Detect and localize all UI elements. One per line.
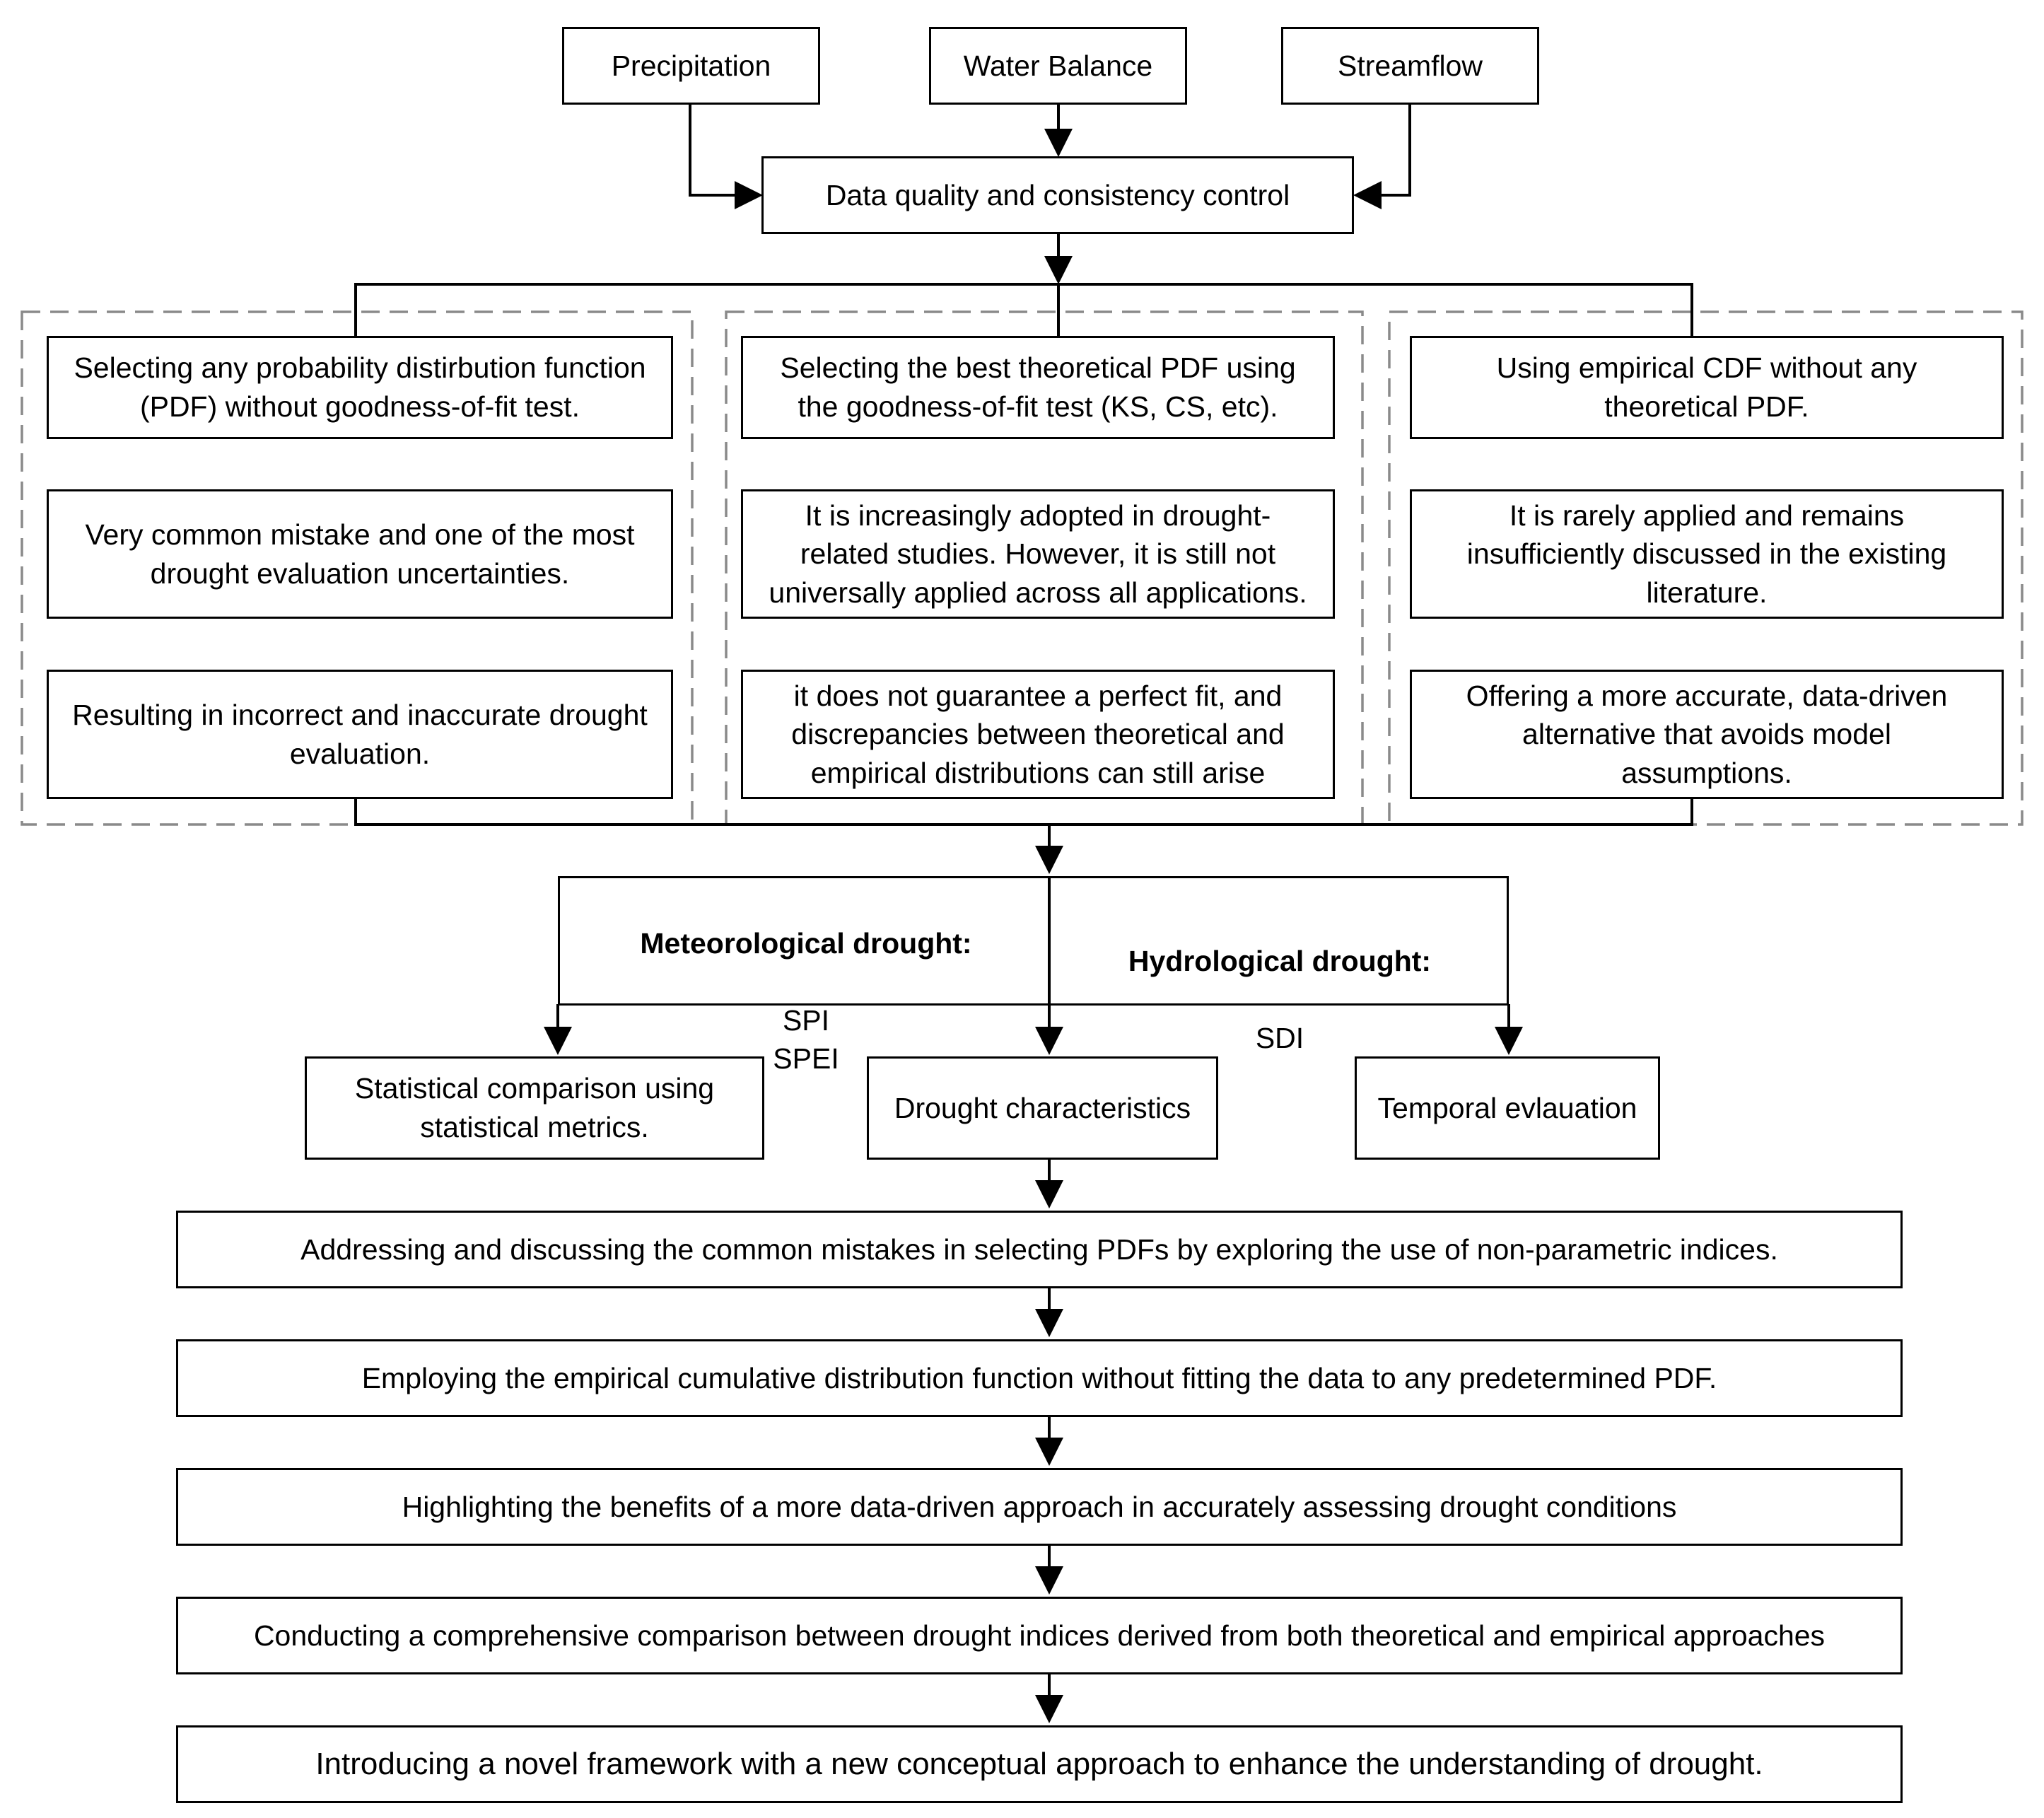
column-3-status: It is rarely applied and remains insuffi… (1410, 489, 2004, 619)
step-2-box: Employing the empirical cumulative distr… (176, 1339, 1903, 1417)
column-2-outcome-text: it does not guarantee a perfect fit, and… (791, 679, 1285, 789)
arrow-precipitation-to-qc (689, 105, 763, 209)
column-2-status-text: It is increasingly adopted in drought- r… (769, 499, 1307, 609)
column-1-outcome-text: Resulting in incorrect and inaccurate dr… (72, 698, 648, 770)
meteorological-drought-title: Meteorological drought: (640, 926, 972, 960)
column-2-status: It is increasingly adopted in drought- r… (741, 489, 1335, 619)
source-streamflow: Streamflow (1281, 27, 1539, 105)
column-1-status-text: Very common mistake and one of the most … (85, 518, 635, 590)
step-1-text: Addressing and discussing the common mis… (300, 1233, 1778, 1266)
dashed-group-left (21, 310, 694, 826)
column-2-method-text: Selecting the best theoretical PDF using… (780, 351, 1296, 423)
drought-characteristics-text: Drought characteristics (894, 1091, 1191, 1124)
dashed-group-middle (725, 310, 1364, 826)
column-1-outcome: Resulting in incorrect and inaccurate dr… (47, 670, 673, 799)
statistical-comparison-text: Statistical comparison using statistical… (354, 1072, 715, 1143)
column-1-method-text: Selecting any probability distirbution f… (74, 351, 646, 423)
column-1-status: Very common mistake and one of the most … (47, 489, 673, 619)
drought-characteristics-box: Drought characteristics (867, 1056, 1218, 1160)
column-3-outcome-text: Offering a more accurate, data-driven al… (1466, 679, 1948, 789)
column-2-method: Selecting the best theoretical PDF using… (741, 336, 1335, 439)
step-5-box: Introducing a novel framework with a new… (176, 1725, 1903, 1803)
step-4-box: Conducting a comprehensive comparison be… (176, 1597, 1903, 1674)
source-precipitation-label: Precipitation (611, 49, 771, 82)
hydrological-drought-indices: SDI (1255, 1021, 1304, 1054)
meteorological-drought: Meteorological drought: SPI SPEI (580, 885, 1032, 1117)
temporal-evaluation-box: Temporal evlauation (1355, 1056, 1660, 1160)
merge-connector-bottom (354, 799, 1693, 826)
step-1-box: Addressing and discussing the common mis… (176, 1211, 1903, 1288)
source-streamflow-label: Streamflow (1337, 49, 1483, 82)
branch-connector-top (354, 283, 1693, 336)
column-1-method: Selecting any probability distirbution f… (47, 336, 673, 439)
dashed-group-right (1388, 310, 2023, 826)
hydrological-drought-title: Hydrological drought: (1128, 944, 1432, 977)
arrow-streamflow-to-qc (1353, 105, 1411, 209)
column-3-method: Using empirical CDF without any theoreti… (1410, 336, 2004, 439)
column-3-method-text: Using empirical CDF without any theoreti… (1496, 351, 1917, 423)
step-4-text: Conducting a comprehensive comparison be… (253, 1619, 1826, 1652)
step-2-text: Employing the empirical cumulative distr… (361, 1361, 1717, 1394)
column-2-outcome: it does not guarantee a perfect fit, and… (741, 670, 1335, 799)
step-5-text: Introducing a novel framework with a new… (315, 1746, 1763, 1781)
source-water-balance-label: Water Balance (963, 49, 1153, 82)
hydrological-drought: Hydrological drought: SDI (1061, 903, 1499, 1096)
temporal-evaluation-text: Temporal evlauation (1377, 1091, 1637, 1124)
source-water-balance: Water Balance (929, 27, 1187, 105)
source-precipitation: Precipitation (562, 27, 820, 105)
quality-control-label: Data quality and consistency control (825, 178, 1290, 211)
step-3-box: Highlighting the benefits of a more data… (176, 1468, 1903, 1546)
column-3-status-text: It is rarely applied and remains insuffi… (1466, 499, 1947, 609)
quality-control-box: Data quality and consistency control (761, 156, 1354, 234)
column-3-outcome: Offering a more accurate, data-driven al… (1410, 670, 2004, 799)
meteorological-drought-indices: SPI SPEI (773, 1003, 839, 1076)
statistical-comparison-box: Statistical comparison using statistical… (305, 1056, 764, 1160)
dashed-group-frames (21, 310, 2023, 826)
step-3-text: Highlighting the benefits of a more data… (402, 1490, 1677, 1523)
drought-indices-box (558, 876, 1509, 1006)
